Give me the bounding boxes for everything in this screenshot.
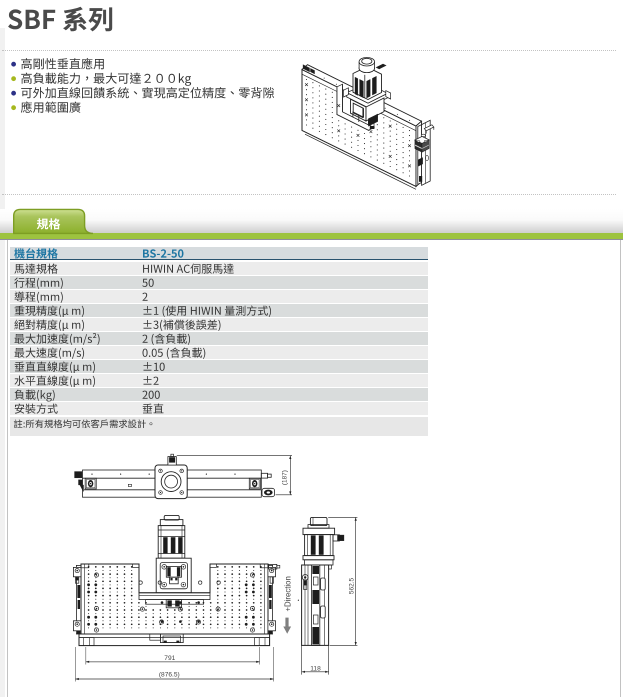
svg-text:562.5: 562.5: [348, 577, 355, 594]
svg-text:791: 791: [164, 655, 175, 662]
svg-text:118: 118: [310, 665, 321, 672]
svg-text:+Direction: +Direction: [284, 576, 293, 611]
svg-text:(187): (187): [282, 470, 289, 485]
svg-text:(876.5): (876.5): [159, 672, 180, 679]
